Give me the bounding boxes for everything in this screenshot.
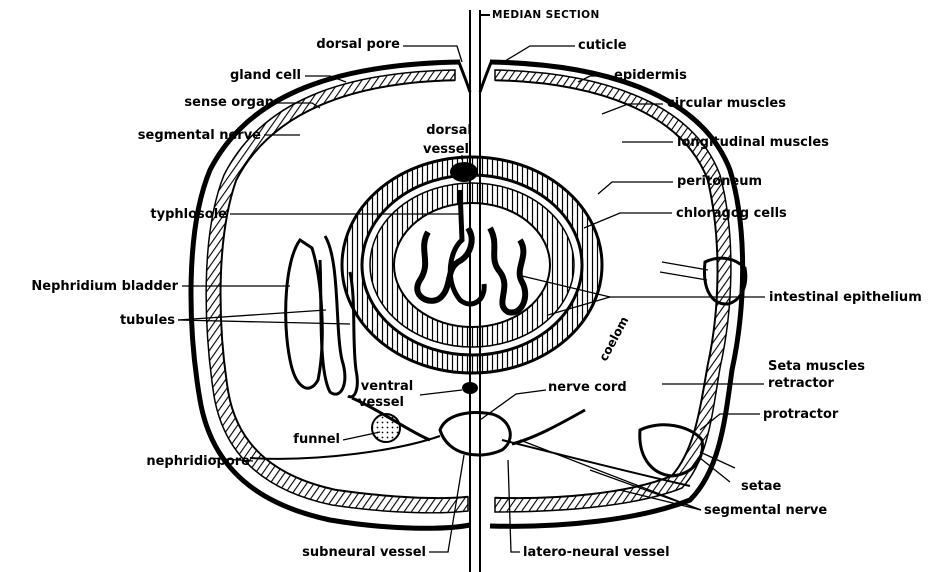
label-gland-cell: gland cell: [230, 68, 301, 83]
label-segmental-nerve-bottom: segmental nerve: [704, 503, 827, 518]
label-tubules: tubules: [120, 313, 175, 328]
label-nephridiopore: nephridiopore: [146, 454, 250, 469]
label-latero-neural-vessel: latero-neural vessel: [523, 545, 670, 560]
label-nerve-cord: nerve cord: [548, 380, 627, 395]
label-circular-muscles: circular muscles: [667, 96, 786, 111]
label-retractor: retractor: [768, 376, 834, 391]
label-ventral: ventral: [361, 379, 413, 394]
label-chloragog-cells: chloragog cells: [676, 206, 787, 221]
dorsal-pore-notch: [458, 60, 492, 92]
dorsal-vessel: [450, 162, 478, 182]
label-coelom: coelom: [596, 314, 631, 363]
label-ventral-vessel: vessel: [358, 395, 404, 410]
nerve-cord: [440, 413, 510, 455]
label-subneural-vessel: subneural vessel: [302, 545, 426, 560]
label-longitudinal-muscles: longitudinal muscles: [677, 135, 829, 150]
nephridium-bladder: [286, 240, 323, 388]
label-intestinal-epithelium: intestinal epithelium: [769, 290, 922, 305]
title-median-section: MEDIAN SECTION: [492, 9, 600, 21]
label-dorsal: dorsal: [426, 123, 472, 138]
label-protractor: protractor: [763, 407, 839, 422]
label-sense-organ: sense organ: [184, 95, 274, 110]
intestine: [342, 157, 602, 373]
label-segmental-nerve-top: segmental nerve: [138, 128, 261, 143]
label-funnel: funnel: [293, 432, 340, 447]
label-typhlosole: typhlosole: [150, 207, 227, 222]
label-cuticle: cuticle: [578, 38, 627, 53]
intestinal-lumen: [394, 203, 550, 327]
label-vessel: vessel: [423, 142, 469, 157]
label-dorsal-pore: dorsal pore: [316, 37, 400, 52]
label-peritoneum: peritoneum: [677, 174, 762, 189]
label-epidermis: epidermis: [614, 68, 687, 83]
label-seta-muscles: Seta muscles: [768, 359, 865, 374]
label-setae: setae: [741, 479, 782, 494]
funnel: [372, 414, 400, 442]
label-nephridium-bladder: Nephridium bladder: [31, 279, 178, 294]
